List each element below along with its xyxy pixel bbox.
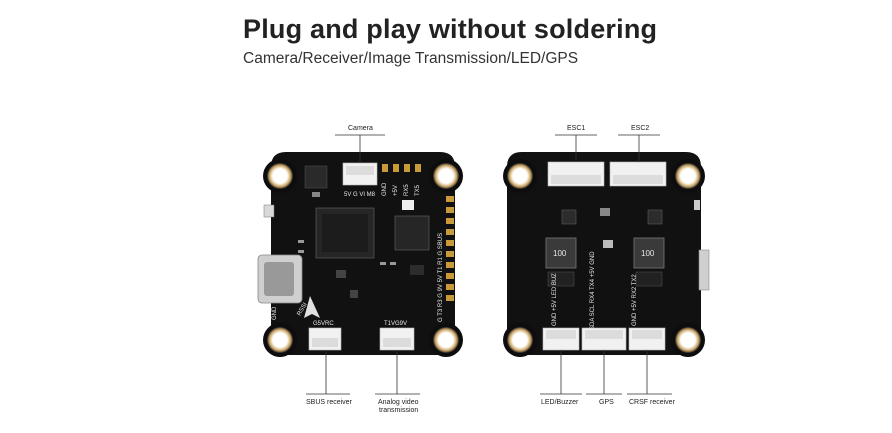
subheadline: Camera/Receiver/Image Transmission/LED/G…: [243, 50, 579, 67]
osd-chip: [394, 215, 430, 251]
inductor-1-label: 100: [553, 249, 567, 258]
esc2-callout: ESC2: [631, 125, 649, 132]
usb-edge: [698, 249, 710, 291]
crsf-pin-labels: GND +5V RX2 TX2: [632, 274, 638, 326]
sbus-callout: SBUS receiver: [306, 399, 353, 406]
inductor-2: [633, 237, 665, 269]
crsf-callout: CRSF receiver: [629, 399, 676, 406]
silk-gnd: GND: [382, 182, 388, 196]
left-flight-controller-board: 5V G VI M8 GND +5V RX5 TX5: [257, 152, 463, 357]
silk-rx5: RX5: [404, 184, 410, 196]
vtx-pin-labels: T1VG9V: [384, 321, 407, 327]
silk-gnd-left: GND: [272, 306, 278, 320]
arrow-logo: [304, 296, 320, 318]
inductor-1: [545, 237, 577, 269]
camera-callout: Camera: [348, 125, 373, 132]
esc1-callout: ESC1: [567, 125, 585, 132]
silk-tx5: TX5: [415, 184, 421, 196]
camera-pin-labels: 5V G VI M8: [344, 192, 376, 198]
vtx-callout-line2: transmission: [379, 407, 418, 414]
led-pin-labels: GND +5V LED BUZ: [552, 273, 558, 326]
gps-callout: GPS: [599, 399, 614, 406]
right-pad-labels: G T3 R3 G 9V 5V T1 R1 G SBUS: [438, 233, 444, 322]
passive-components: [298, 240, 424, 298]
inductor-2-label: 100: [641, 249, 655, 258]
gps-pin-labels: SDA SCL RX4 TX4 +5V GND: [590, 251, 596, 330]
right-esc-side-board: 100 100 GND +5V LED BUZ SDA SCL RX4 TX4 …: [503, 152, 710, 357]
vtx-callout-line1: Analog video: [378, 399, 419, 406]
small-ic-top: [304, 165, 328, 189]
right-callouts: ESC1 ESC2 LED/Buzzer GPS CRSF receiver: [540, 125, 676, 406]
sbus-pin-labels: G5VRC: [313, 321, 334, 327]
led-callout: LED/Buzzer: [541, 399, 579, 406]
top-gold-pads: [382, 164, 421, 172]
left-callouts: Camera SBUS receiver Analog video transm…: [306, 125, 420, 414]
silk-plus5v: +5V: [393, 185, 399, 196]
boot-button: [263, 204, 275, 218]
headline: Plug and play without soldering: [243, 14, 658, 44]
right-pcb: [507, 152, 701, 355]
right-gold-pad-column: [446, 196, 454, 301]
